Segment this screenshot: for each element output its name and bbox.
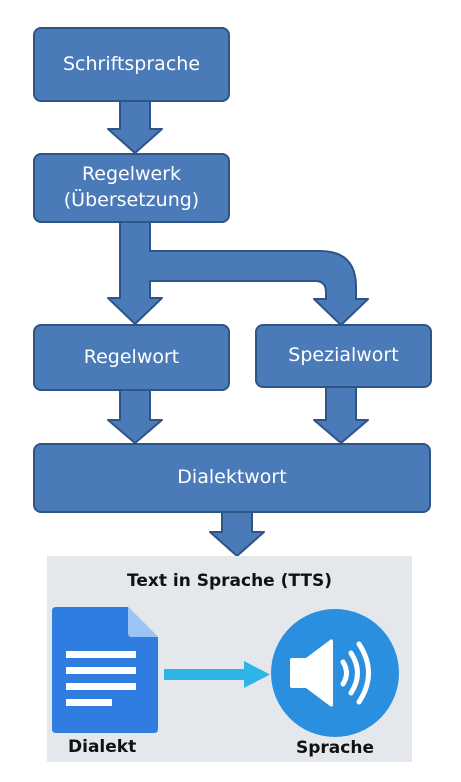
arrow-schriftsprache-regelwerk <box>107 100 163 154</box>
tts-source-label: Dialekt <box>68 737 137 757</box>
node-spezialwort: Spezialwort <box>255 324 432 388</box>
arrow-dialektwort-tts <box>209 511 265 557</box>
arrow-regelwerk-branch <box>107 221 369 326</box>
node-regelwerk: Regelwerk (Übersetzung) <box>33 153 230 223</box>
node-dialektwort: Dialektwort <box>33 443 431 513</box>
node-dialektwort-label: Dialektwort <box>177 466 287 489</box>
document-icon <box>52 607 158 733</box>
tts-target-label: Sprache <box>296 738 374 758</box>
speaker-icon <box>271 609 399 737</box>
node-regelwort-label: Regelwort <box>83 345 180 368</box>
node-spezialwort-label: Spezialwort <box>288 344 399 367</box>
node-schriftsprache-label: Schriftsprache <box>62 52 201 75</box>
node-regelwerk-sublabel: (Übersetzung) <box>63 189 200 211</box>
arrow-regelwort-dialektwort <box>107 389 163 444</box>
arrow-spezialwort-dialektwort <box>313 386 369 444</box>
node-regelwerk-label: Regelwerk <box>81 163 182 186</box>
tts-flow-arrow <box>164 661 270 688</box>
tts-title: Text in Sprache (TTS) <box>127 571 332 591</box>
node-schriftsprache: Schriftsprache <box>33 27 230 102</box>
node-regelwort: Regelwort <box>33 324 230 391</box>
